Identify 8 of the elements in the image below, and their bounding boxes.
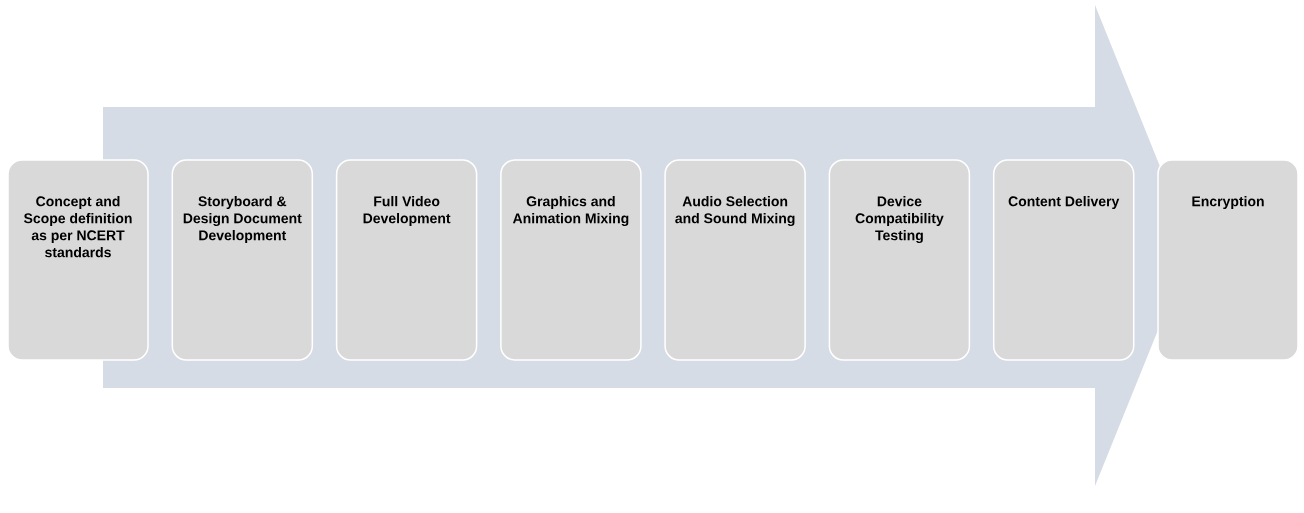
process-box: Content Delivery xyxy=(992,159,1135,361)
process-box: Graphics and Animation Mixing xyxy=(500,159,642,361)
process-box: Encryption xyxy=(1157,159,1299,361)
process-box: Concept and Scope definition as per NCERT standards xyxy=(7,159,149,361)
process-box: Storyboard & Design Document Development xyxy=(171,159,314,361)
process-box: Full Video Development xyxy=(335,159,478,361)
process-box: Audio Selection and Sound Mixing xyxy=(664,159,806,361)
process-box: Device Compatibility Testing xyxy=(828,159,971,361)
